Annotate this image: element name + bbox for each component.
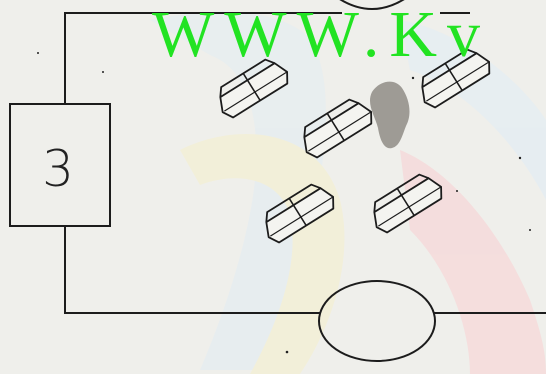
- stain-mark: [369, 81, 410, 149]
- eraser-block: [421, 48, 491, 109]
- watermark-text: WWW.Kv: [152, 0, 490, 71]
- top-arc-component: [339, 0, 405, 10]
- background-logo-watermark: [150, 11, 546, 374]
- circuit-wires: [64, 12, 546, 314]
- bottom-ellipse-component: [318, 280, 436, 362]
- box-label: 3: [42, 140, 74, 198]
- blocks-group: [219, 48, 491, 244]
- eraser-block: [303, 98, 373, 159]
- eraser-block: [373, 173, 443, 234]
- dust-specks: [37, 52, 531, 354]
- eraser-block: [219, 58, 289, 119]
- labeled-box: [9, 103, 111, 227]
- eraser-block: [265, 183, 335, 244]
